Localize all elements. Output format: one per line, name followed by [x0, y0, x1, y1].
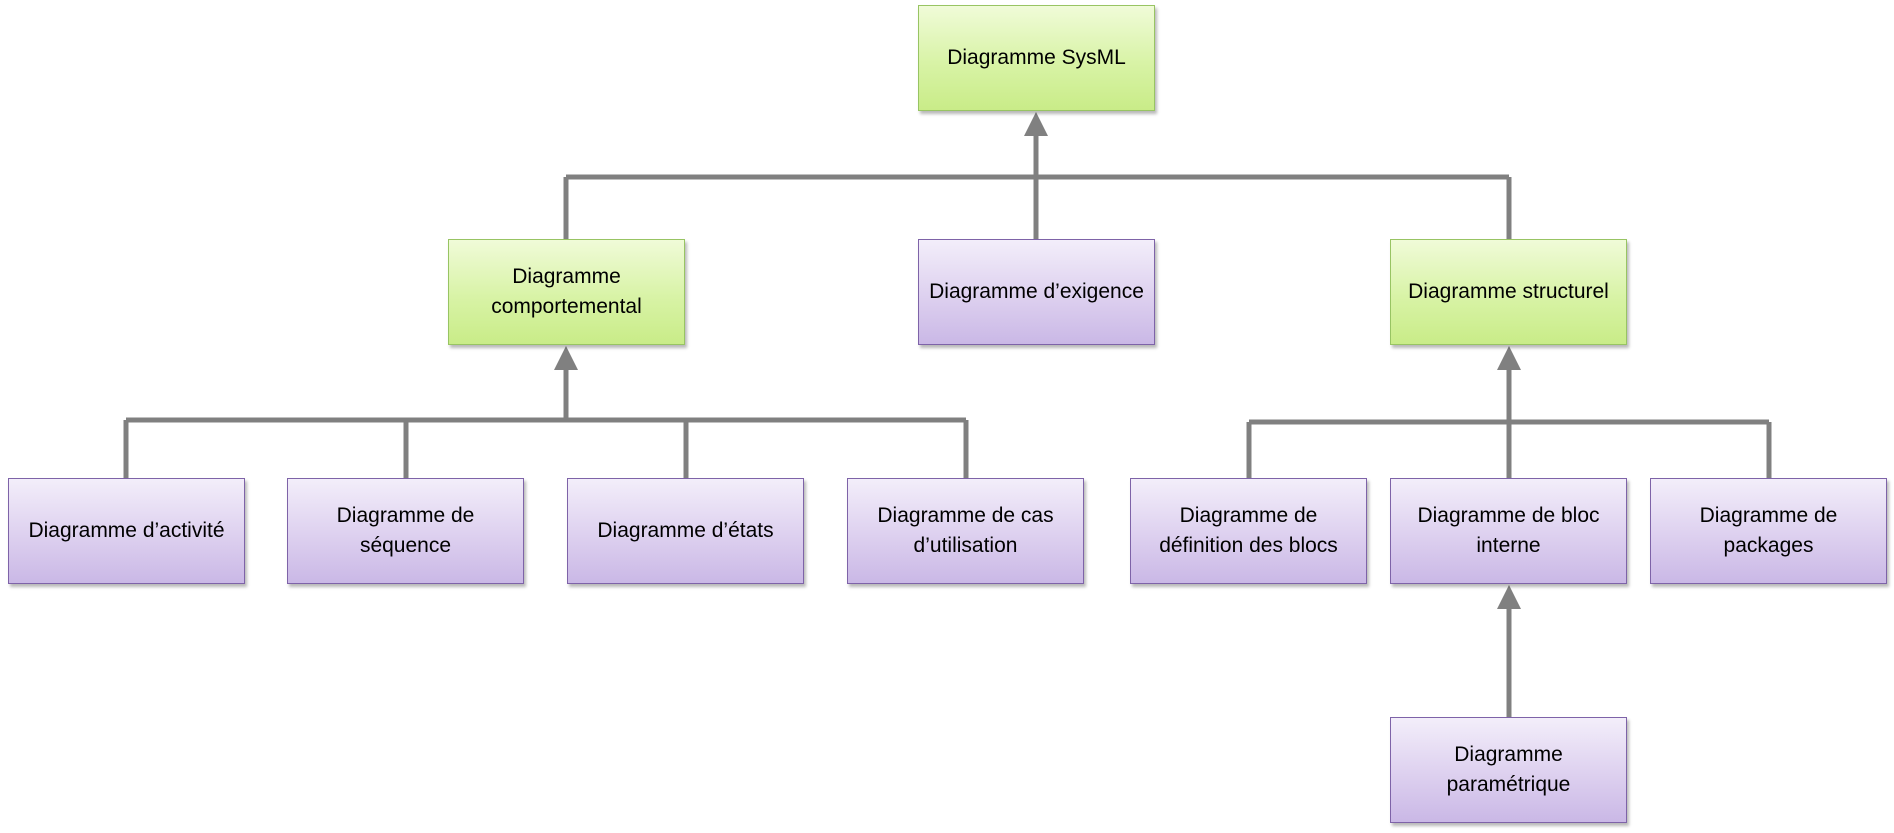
node-diagramme-structurel: Diagramme structurel	[1390, 239, 1627, 345]
node-diagramme-comportemental: Diagramme comportemental	[448, 239, 685, 345]
node-diagramme-etats: Diagramme d’états	[567, 478, 804, 584]
node-diagramme-sysml: Diagramme SysML	[918, 5, 1155, 111]
arrowhead-root-icon	[1024, 112, 1048, 136]
node-label: Diagramme de packages	[1699, 504, 1838, 557]
node-diagramme-parametrique: Diagramme paramétrique	[1390, 717, 1627, 823]
node-diagramme-sequence: Diagramme de séquence	[287, 478, 524, 584]
node-diagramme-definition-blocs: Diagramme de définition des blocs	[1130, 478, 1367, 584]
node-label: Diagramme de séquence	[336, 504, 475, 557]
node-label: Diagramme paramétrique	[1446, 743, 1571, 796]
node-label: Diagramme de bloc interne	[1417, 504, 1600, 557]
node-diagramme-bloc-interne: Diagramme de bloc interne	[1390, 478, 1627, 584]
node-label: Diagramme de cas d’utilisation	[877, 504, 1054, 557]
node-diagramme-activite: Diagramme d’activité	[8, 478, 245, 584]
node-label: Diagramme d’états	[597, 519, 774, 542]
arrowhead-bloc-interne-icon	[1497, 585, 1521, 609]
node-label: Diagramme de définition des blocs	[1159, 504, 1338, 557]
node-label: Diagramme d’exigence	[929, 280, 1144, 303]
node-label: Diagramme d’activité	[28, 519, 225, 542]
node-label: Diagramme comportemental	[491, 265, 642, 318]
node-diagramme-packages: Diagramme de packages	[1650, 478, 1887, 584]
node-label: Diagramme SysML	[947, 46, 1126, 69]
node-diagramme-cas-utilisation: Diagramme de cas d’utilisation	[847, 478, 1084, 584]
node-label: Diagramme structurel	[1408, 280, 1609, 303]
arrowhead-comportemental-icon	[554, 346, 578, 370]
arrowhead-structurel-icon	[1497, 346, 1521, 370]
node-diagramme-exigence: Diagramme d’exigence	[918, 239, 1155, 345]
